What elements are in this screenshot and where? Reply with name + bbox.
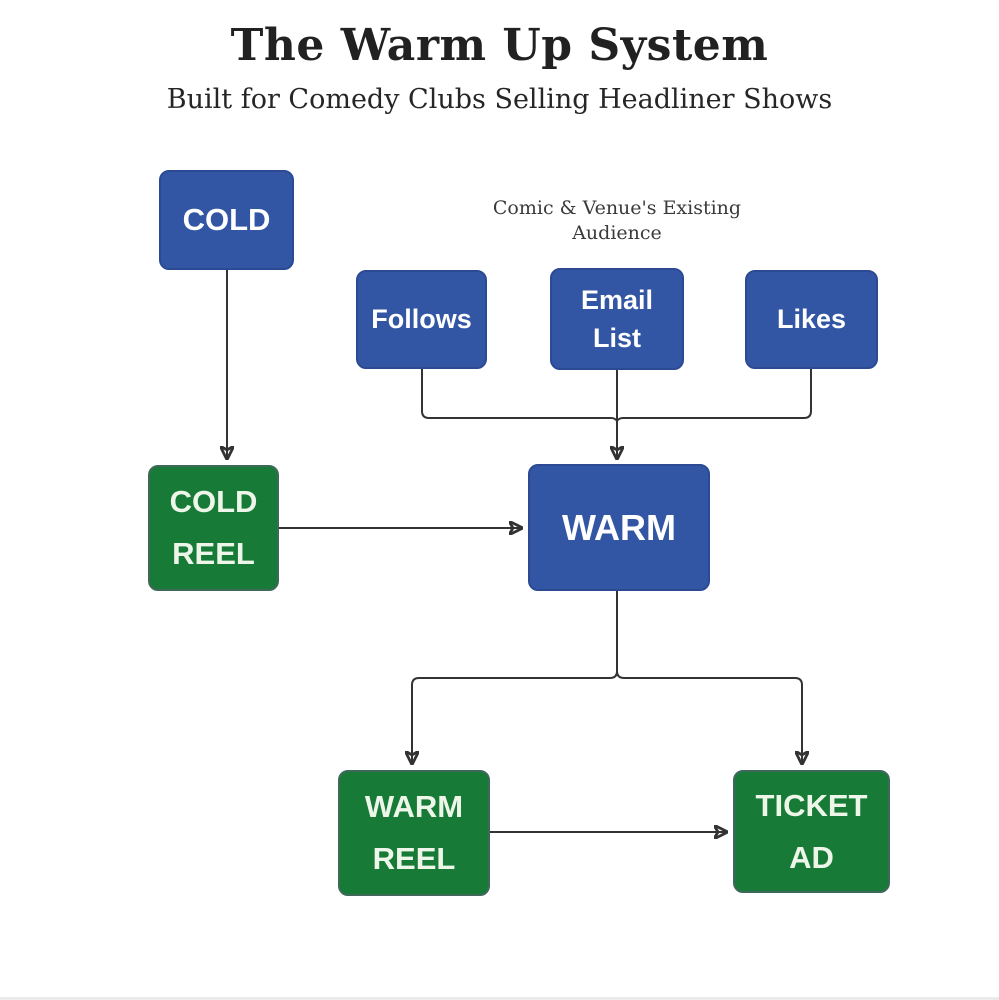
node-follows: Follows: [356, 270, 487, 369]
node-ticket-ad-label-line2: AD: [789, 839, 834, 875]
node-warm-reel: WARM REEL: [338, 770, 490, 896]
audience-annotation: Comic & Venue's Existing Audience: [466, 196, 768, 246]
edge-follows-to-merge: [421, 369, 618, 422]
node-ticket-ad: TICKET AD: [733, 770, 890, 893]
node-email-list-label-line2: List: [592, 323, 641, 353]
bottom-divider: [0, 997, 999, 1000]
node-cold-label: COLD: [182, 202, 271, 237]
edge-warm-to-ticket-ad: [616, 591, 802, 762]
node-email-list: Email List: [550, 268, 684, 370]
node-cold-reel-label-line2: REEL: [172, 536, 255, 571]
node-follows-label: Follows: [371, 304, 472, 334]
node-warm: WARM: [528, 464, 710, 591]
node-email-list-label-line1: Email: [580, 285, 654, 315]
node-cold-reel-label-line1: COLD: [169, 484, 258, 519]
audience-annotation-line1: Comic & Venue's: [492, 197, 657, 219]
audience-annotation-line2: Existing Audience: [572, 197, 742, 244]
node-ticket-ad-label-line1: TICKET: [755, 787, 868, 823]
node-likes-label: Likes: [776, 304, 847, 334]
node-likes: Likes: [745, 270, 878, 369]
node-warm-reel-label-line1: WARM: [364, 789, 464, 824]
page-subtitle: Built for Comedy Clubs Selling Headliner…: [166, 84, 833, 115]
page-title: The Warm Up System: [230, 20, 769, 71]
edge-warm-to-warm-reel: [412, 591, 618, 762]
node-warm-label: WARM: [562, 506, 676, 548]
node-cold: COLD: [159, 170, 294, 270]
node-cold-reel: COLD REEL: [148, 465, 279, 591]
node-warm-reel-label-line2: REEL: [372, 841, 456, 876]
edge-likes-to-merge: [616, 369, 812, 422]
